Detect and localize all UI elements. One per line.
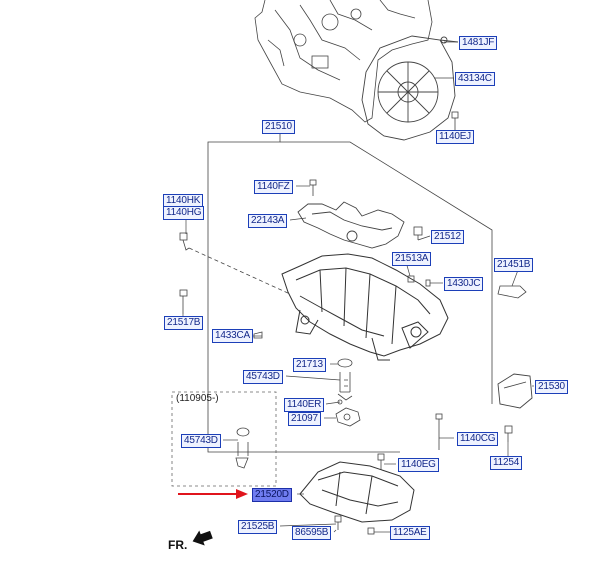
revision-note: (110905-): [176, 393, 219, 404]
flywheel-cover-drawing: [361, 35, 460, 141]
part-label-21525b[interactable]: 21525B: [238, 520, 278, 534]
part-label-1125ae[interactable]: 1125AE: [390, 526, 430, 540]
part-label-1140hg[interactable]: 1140HG: [163, 206, 205, 220]
engine-block-drawing: [254, 0, 433, 123]
part-label-21510[interactable]: 21510: [262, 120, 295, 134]
part-label-1430jc[interactable]: 1430JC: [444, 277, 484, 291]
part-label-1481jf[interactable]: 1481JF: [459, 36, 498, 50]
part-label-45743d-subset[interactable]: 45743D: [181, 434, 221, 448]
part-label-1140er[interactable]: 1140ER: [284, 398, 325, 412]
part-label-11254[interactable]: 11254: [490, 456, 523, 470]
drain-plug-drawing: [334, 515, 342, 530]
plug-11254-drawing: [504, 425, 513, 442]
oil-strainer-drawing: [337, 358, 353, 401]
part-label-21451b[interactable]: 21451B: [494, 258, 534, 272]
part-label-21517b[interactable]: 21517B: [164, 316, 204, 330]
bolt-1140fz-drawing: [309, 179, 317, 196]
part-label-1433ca[interactable]: 1433CA: [212, 329, 253, 343]
sensor-21512-drawing: [413, 226, 423, 240]
part-label-1140ej[interactable]: 1140EJ: [436, 130, 474, 144]
part-label-1140fz[interactable]: 1140FZ: [254, 180, 293, 194]
part-label-1140cg[interactable]: 1140CG: [457, 432, 499, 446]
part-label-21097[interactable]: 21097: [288, 412, 321, 426]
pin-1433ca-drawing: [253, 331, 263, 339]
part-label-22143a[interactable]: 22143A: [248, 214, 288, 228]
bolt-1125ae-drawing: [367, 527, 375, 535]
pin-1430jc-drawing: [425, 279, 431, 287]
cover-21530-drawing: [497, 373, 533, 409]
bracket-21451b-drawing: [497, 285, 527, 299]
part-label-45743d[interactable]: 45743D: [243, 370, 283, 384]
oil-pan-upper-drawing: [281, 253, 449, 361]
leader-lines: [182, 41, 534, 533]
bolt-1140eg-drawing: [377, 453, 385, 470]
part-label-21713[interactable]: 21713: [293, 358, 326, 372]
part-label-21520d-highlighted[interactable]: 21520D: [252, 488, 292, 502]
part-label-21513a[interactable]: 21513A: [392, 252, 432, 266]
front-direction-label: FR.: [168, 538, 188, 552]
bolt-1140hk-drawing: [179, 232, 291, 295]
plug-21513a-drawing: [407, 275, 415, 283]
front-direction-icon: [192, 530, 213, 546]
gasket-21097-drawing: [335, 407, 361, 427]
bolt-1140cg-drawing: [435, 413, 443, 450]
part-label-21530[interactable]: 21530: [535, 380, 568, 394]
highlight-arrow: [178, 489, 248, 499]
part-label-1140eg[interactable]: 1140EG: [398, 458, 439, 472]
revision-subset-box: [171, 391, 277, 487]
part-label-21512[interactable]: 21512: [431, 230, 464, 244]
oil-pan-lower-drawing: [299, 461, 415, 523]
oil-level-sensor-drawing: [235, 427, 250, 469]
gasket-22143a-drawing: [297, 201, 405, 249]
part-label-86595b[interactable]: 86595B: [292, 526, 332, 540]
assembly-bracket-21510: [207, 130, 493, 453]
bolt-21517b-drawing: [179, 289, 188, 314]
bolt-1140ej-drawing: [451, 111, 459, 132]
part-label-43134c[interactable]: 43134C: [455, 72, 495, 86]
